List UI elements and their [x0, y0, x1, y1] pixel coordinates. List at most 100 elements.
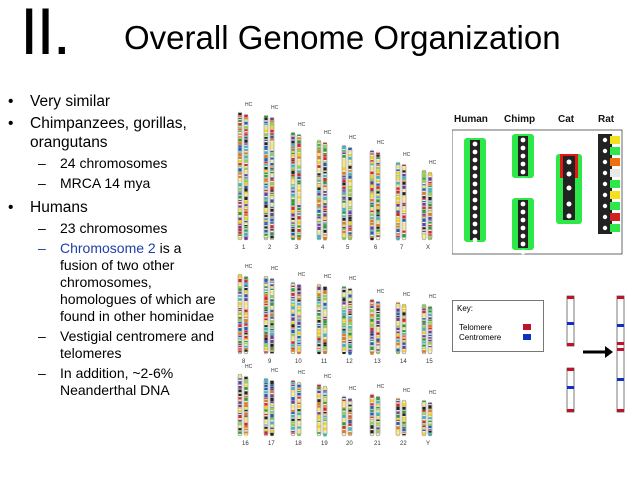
band — [342, 167, 346, 171]
band — [342, 150, 346, 152]
key-box: Key: Telomere Centromere — [452, 300, 544, 352]
band — [428, 317, 432, 320]
band — [264, 154, 268, 158]
band — [238, 298, 242, 301]
band — [238, 225, 242, 229]
band — [297, 420, 301, 423]
band — [270, 138, 274, 141]
band — [270, 199, 274, 203]
band — [348, 201, 352, 205]
chromosome-label: 1 — [242, 245, 246, 251]
band — [317, 196, 321, 198]
band — [422, 325, 426, 328]
band — [270, 186, 274, 191]
band — [396, 325, 400, 328]
band — [348, 332, 352, 336]
band — [323, 401, 327, 404]
band — [238, 208, 242, 211]
band — [348, 234, 352, 237]
band-dot — [520, 137, 526, 143]
karyotype-figure: HC1HC2HC3HC4HC5HC6HC7HCXHC8HC9HC10HC11HC… — [237, 102, 437, 447]
band — [428, 433, 432, 436]
band — [264, 117, 268, 121]
band — [402, 192, 406, 196]
band — [238, 327, 242, 332]
band — [244, 412, 248, 416]
band — [297, 135, 301, 137]
band — [238, 187, 242, 191]
band-dot — [472, 189, 478, 195]
band — [348, 339, 352, 342]
band — [297, 321, 301, 325]
band — [376, 341, 380, 343]
band — [376, 330, 380, 332]
band — [370, 425, 374, 429]
telomere-mark — [567, 368, 574, 371]
band — [238, 324, 242, 327]
band — [370, 351, 374, 355]
pair-marker: HC — [271, 368, 279, 374]
band — [376, 351, 380, 354]
band — [323, 329, 327, 333]
band-dot — [472, 213, 478, 219]
band-dot — [566, 159, 572, 165]
band — [370, 153, 374, 155]
band — [244, 177, 248, 179]
band — [270, 192, 274, 194]
band — [348, 165, 352, 169]
band — [370, 327, 374, 331]
chromosome-label: 14 — [400, 359, 407, 365]
band — [317, 416, 321, 420]
band — [323, 216, 327, 219]
band — [396, 336, 400, 339]
band — [270, 413, 274, 418]
telomere-mark — [567, 343, 574, 346]
chromosome-2-link[interactable]: Chromosome 2 — [60, 240, 156, 256]
band — [264, 229, 268, 233]
band — [396, 411, 400, 414]
chromosome-label: 20 — [346, 441, 353, 447]
chromosome-label: 21 — [374, 441, 381, 447]
band — [348, 172, 352, 176]
band — [422, 198, 426, 200]
band — [270, 181, 274, 186]
band — [264, 318, 268, 321]
band — [264, 181, 268, 183]
dash-icon: – — [38, 328, 46, 344]
band — [342, 411, 346, 415]
band — [396, 342, 400, 346]
band — [348, 313, 352, 316]
band — [297, 306, 301, 309]
band — [317, 387, 321, 390]
band — [297, 140, 301, 144]
band — [348, 297, 352, 301]
band — [376, 397, 380, 401]
band — [396, 163, 400, 166]
band — [238, 315, 242, 317]
band — [342, 414, 346, 418]
band — [264, 212, 268, 214]
chromosome-label: 16 — [242, 441, 249, 447]
band — [291, 226, 295, 228]
band — [238, 431, 242, 434]
band — [264, 327, 268, 331]
chromosome-label: 9 — [268, 359, 272, 365]
band — [238, 428, 242, 431]
band — [297, 347, 301, 351]
band — [297, 384, 301, 388]
band — [428, 403, 432, 405]
band — [323, 294, 327, 298]
pair-marker: HC — [298, 370, 306, 376]
band — [342, 230, 346, 234]
band — [317, 221, 321, 223]
band — [370, 395, 374, 398]
band — [291, 382, 295, 385]
chromosome — [316, 383, 322, 437]
chromosome — [369, 393, 375, 437]
chromosome — [296, 133, 302, 241]
band — [342, 171, 346, 175]
band — [342, 155, 346, 158]
band — [291, 384, 295, 387]
chromosome-label: 12 — [346, 359, 353, 365]
band — [291, 170, 295, 174]
